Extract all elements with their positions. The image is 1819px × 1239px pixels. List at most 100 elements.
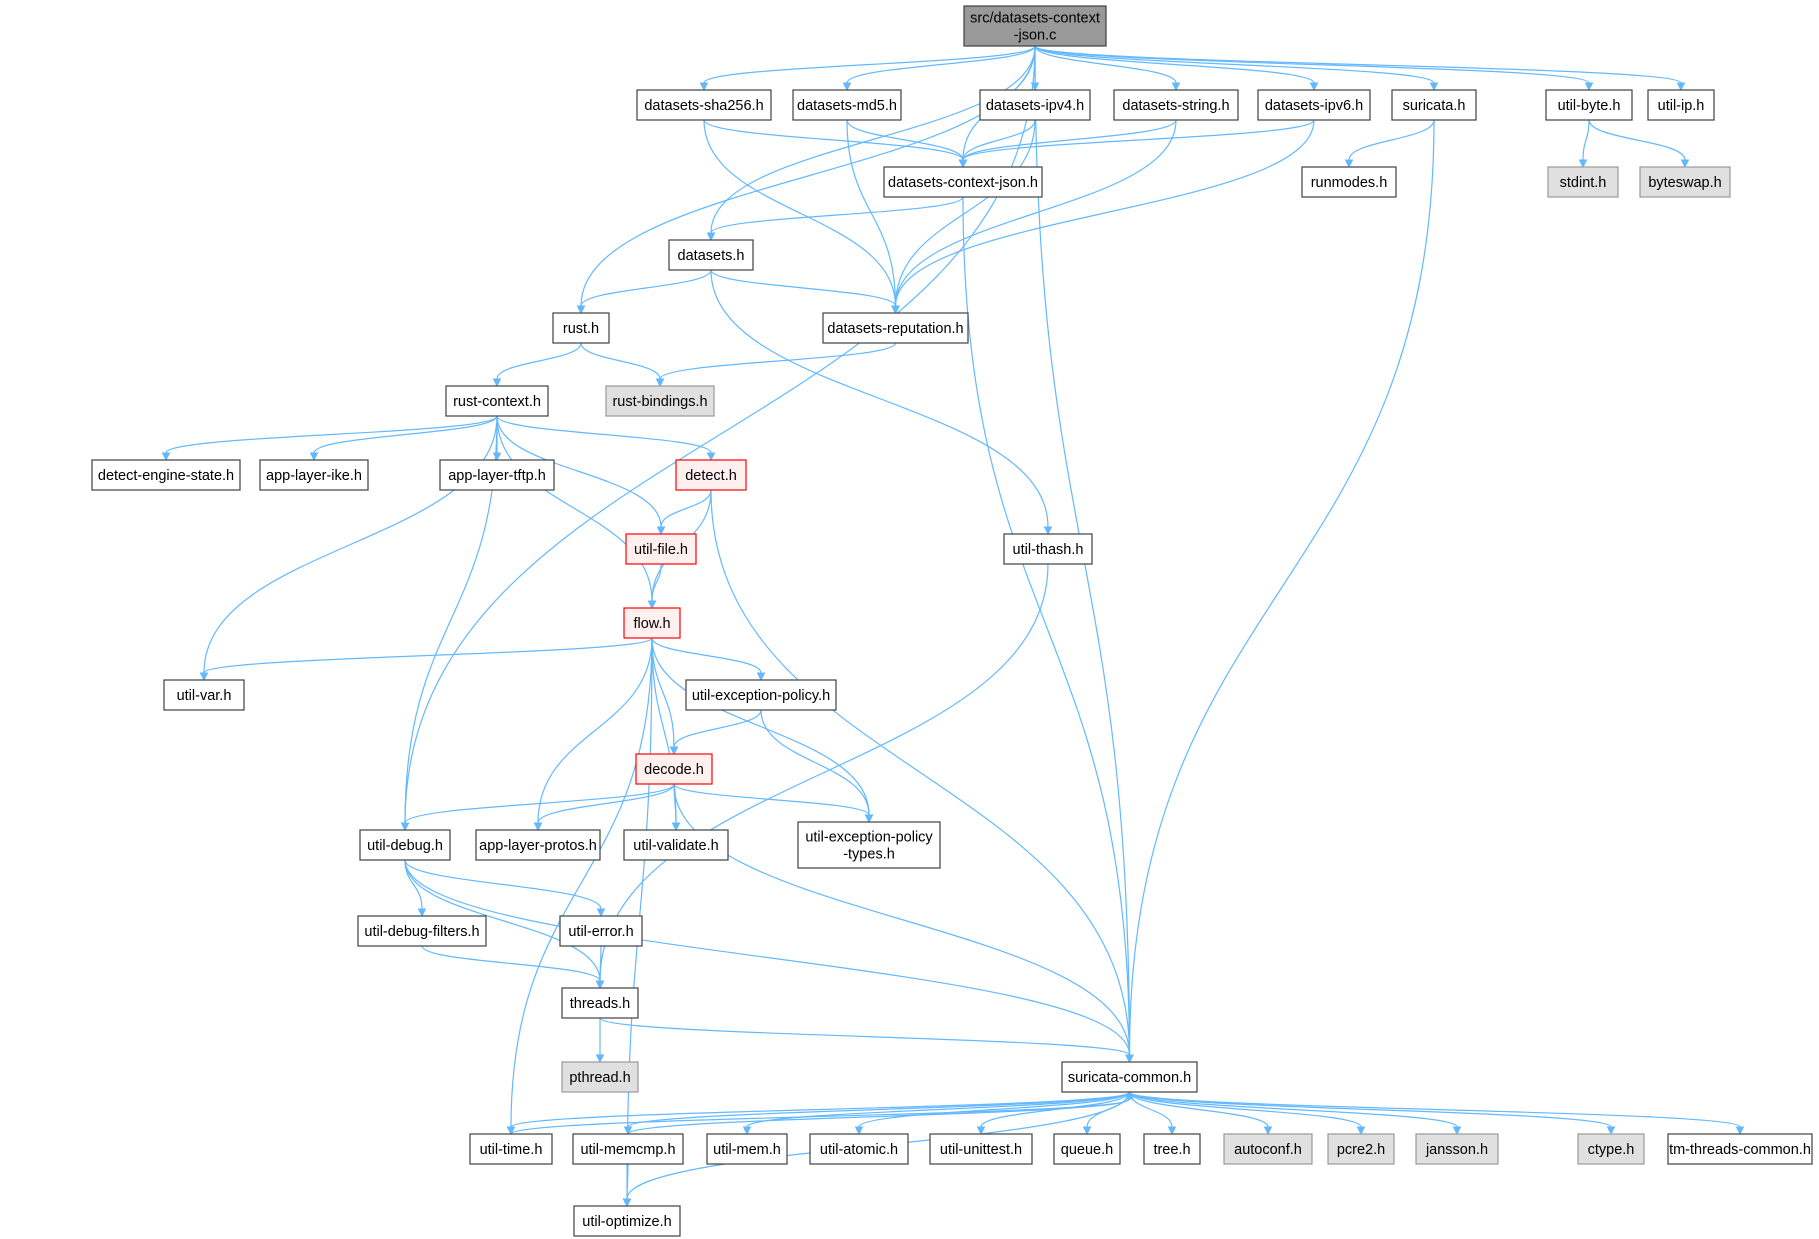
node-threads[interactable]: threads.h [561, 987, 639, 1019]
node-string[interactable]: datasets-string.h [1113, 89, 1239, 121]
node-utilvar[interactable]: util-var.h [163, 679, 245, 711]
node-utilthash[interactable]: util-thash.h [1003, 533, 1093, 565]
node-box[interactable] [1415, 1133, 1499, 1165]
node-alike[interactable]: app-layer-ike.h [259, 459, 369, 491]
node-box[interactable] [439, 459, 555, 491]
node-utildebug[interactable]: util-debug.h [359, 829, 451, 861]
node-box[interactable] [1327, 1133, 1395, 1165]
node-box[interactable] [1647, 89, 1715, 121]
node-datasets[interactable]: datasets.h [668, 239, 754, 271]
node-box[interactable] [635, 753, 713, 785]
node-root[interactable]: src/datasets-context-json.c [963, 5, 1107, 47]
node-utilfile[interactable]: util-file.h [625, 533, 697, 565]
node-box[interactable] [573, 1205, 681, 1237]
node-ipv4[interactable]: datasets-ipv4.h [979, 89, 1091, 121]
node-detect[interactable]: detect.h [675, 459, 747, 491]
node-box[interactable] [1547, 166, 1619, 198]
node-stdint[interactable]: stdint.h [1547, 166, 1619, 198]
node-box[interactable] [1301, 166, 1397, 198]
node-pcre2[interactable]: pcre2.h [1327, 1133, 1395, 1165]
node-box[interactable] [685, 679, 837, 711]
node-box[interactable] [668, 239, 754, 271]
node-queue[interactable]: queue.h [1053, 1133, 1121, 1165]
node-optimize[interactable]: util-optimize.h [573, 1205, 681, 1237]
node-box[interactable] [552, 312, 610, 344]
node-box[interactable] [1061, 1061, 1198, 1093]
node-rustctx[interactable]: rust-context.h [445, 385, 549, 417]
node-box[interactable] [475, 829, 601, 861]
node-box[interactable] [1391, 89, 1477, 121]
node-box[interactable] [1667, 1133, 1813, 1165]
node-box[interactable] [359, 829, 451, 861]
node-box[interactable] [675, 459, 747, 491]
node-box[interactable] [469, 1133, 553, 1165]
node-memcmp[interactable]: util-memcmp.h [572, 1133, 684, 1165]
node-box[interactable] [929, 1133, 1033, 1165]
node-unittest[interactable]: util-unittest.h [929, 1133, 1033, 1165]
node-box[interactable] [706, 1133, 788, 1165]
node-ctxjson[interactable]: datasets-context-json.h [883, 166, 1043, 198]
node-suricata[interactable]: suricata.h [1391, 89, 1477, 121]
node-atomic[interactable]: util-atomic.h [809, 1133, 909, 1165]
node-autoconf[interactable]: autoconf.h [1223, 1133, 1313, 1165]
node-box[interactable] [1639, 166, 1731, 198]
node-exceppol[interactable]: util-exception-policy.h [685, 679, 837, 711]
node-box[interactable] [625, 533, 697, 565]
node-alprotos[interactable]: app-layer-protos.h [475, 829, 601, 861]
node-utilbyte[interactable]: util-byte.h [1545, 89, 1633, 121]
node-box[interactable] [1257, 89, 1371, 121]
node-box[interactable] [559, 915, 643, 947]
node-box[interactable] [1223, 1133, 1313, 1165]
node-jansson[interactable]: jansson.h [1415, 1133, 1499, 1165]
node-md5[interactable]: datasets-md5.h [792, 89, 902, 121]
node-box[interactable] [1113, 89, 1239, 121]
node-box[interactable] [91, 459, 241, 491]
node-ipv6[interactable]: datasets-ipv6.h [1257, 89, 1371, 121]
node-ctype[interactable]: ctype.h [1577, 1133, 1645, 1165]
node-decode[interactable]: decode.h [635, 753, 713, 785]
node-common[interactable]: suricata-common.h [1061, 1061, 1198, 1093]
node-box[interactable] [1577, 1133, 1645, 1165]
node-rust[interactable]: rust.h [552, 312, 610, 344]
node-box[interactable] [809, 1133, 909, 1165]
node-box[interactable] [1545, 89, 1633, 121]
node-utilmem[interactable]: util-mem.h [706, 1133, 788, 1165]
node-box[interactable] [561, 987, 639, 1019]
node-box[interactable] [1143, 1133, 1201, 1165]
node-utilvalidate[interactable]: util-validate.h [623, 829, 729, 861]
node-box[interactable] [259, 459, 369, 491]
node-box[interactable] [561, 1061, 639, 1093]
node-box[interactable] [605, 385, 715, 417]
node-box[interactable] [1053, 1133, 1121, 1165]
node-detengine[interactable]: detect-engine-state.h [91, 459, 241, 491]
node-sha256[interactable]: datasets-sha256.h [636, 89, 772, 121]
node-tmthreads[interactable]: tm-threads-common.h [1667, 1133, 1813, 1165]
node-box[interactable] [623, 829, 729, 861]
node-pthread[interactable]: pthread.h [561, 1061, 639, 1093]
node-utilerror[interactable]: util-error.h [559, 915, 643, 947]
node-box[interactable] [636, 89, 772, 121]
node-utilip[interactable]: util-ip.h [1647, 89, 1715, 121]
node-box[interactable] [822, 312, 969, 344]
node-rustbind[interactable]: rust-bindings.h [605, 385, 715, 417]
node-runmodes[interactable]: runmodes.h [1301, 166, 1397, 198]
node-utiltime[interactable]: util-time.h [469, 1133, 553, 1165]
node-box[interactable] [979, 89, 1091, 121]
node-box[interactable] [163, 679, 245, 711]
node-box[interactable] [792, 89, 902, 121]
node-exceptypes[interactable]: util-exception-policy-types.h [797, 821, 941, 869]
node-tree[interactable]: tree.h [1143, 1133, 1201, 1165]
node-reputation[interactable]: datasets-reputation.h [822, 312, 969, 344]
node-box[interactable] [357, 915, 487, 947]
node-box[interactable] [797, 821, 941, 869]
node-byteswap[interactable]: byteswap.h [1639, 166, 1731, 198]
node-debugfilters[interactable]: util-debug-filters.h [357, 915, 487, 947]
node-box[interactable] [1003, 533, 1093, 565]
node-box[interactable] [572, 1133, 684, 1165]
node-flow[interactable]: flow.h [623, 607, 681, 639]
node-box[interactable] [623, 607, 681, 639]
node-altftp[interactable]: app-layer-tftp.h [439, 459, 555, 491]
node-box[interactable] [883, 166, 1043, 198]
node-box[interactable] [963, 5, 1107, 47]
node-box[interactable] [445, 385, 549, 417]
